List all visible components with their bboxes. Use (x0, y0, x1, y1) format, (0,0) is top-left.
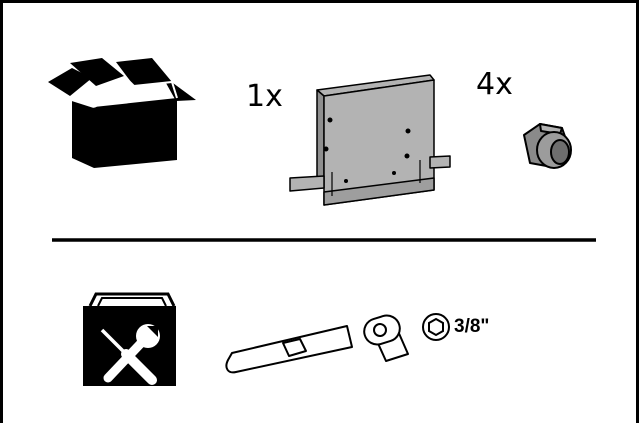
toolbox-tools-icon (83, 292, 176, 386)
hex-socket-icon (422, 313, 450, 341)
ratchet-wrench-icon (225, 314, 409, 374)
screwdriver-icon (100, 328, 157, 385)
socket-size-label: 3/8" (454, 316, 490, 337)
hex-bolt-icon (523, 123, 572, 169)
bracket-quantity: 1x (246, 79, 283, 114)
open-box-icon (48, 58, 196, 168)
bolt-quantity: 4x (476, 67, 513, 102)
mounting-bracket-icon (289, 74, 451, 206)
